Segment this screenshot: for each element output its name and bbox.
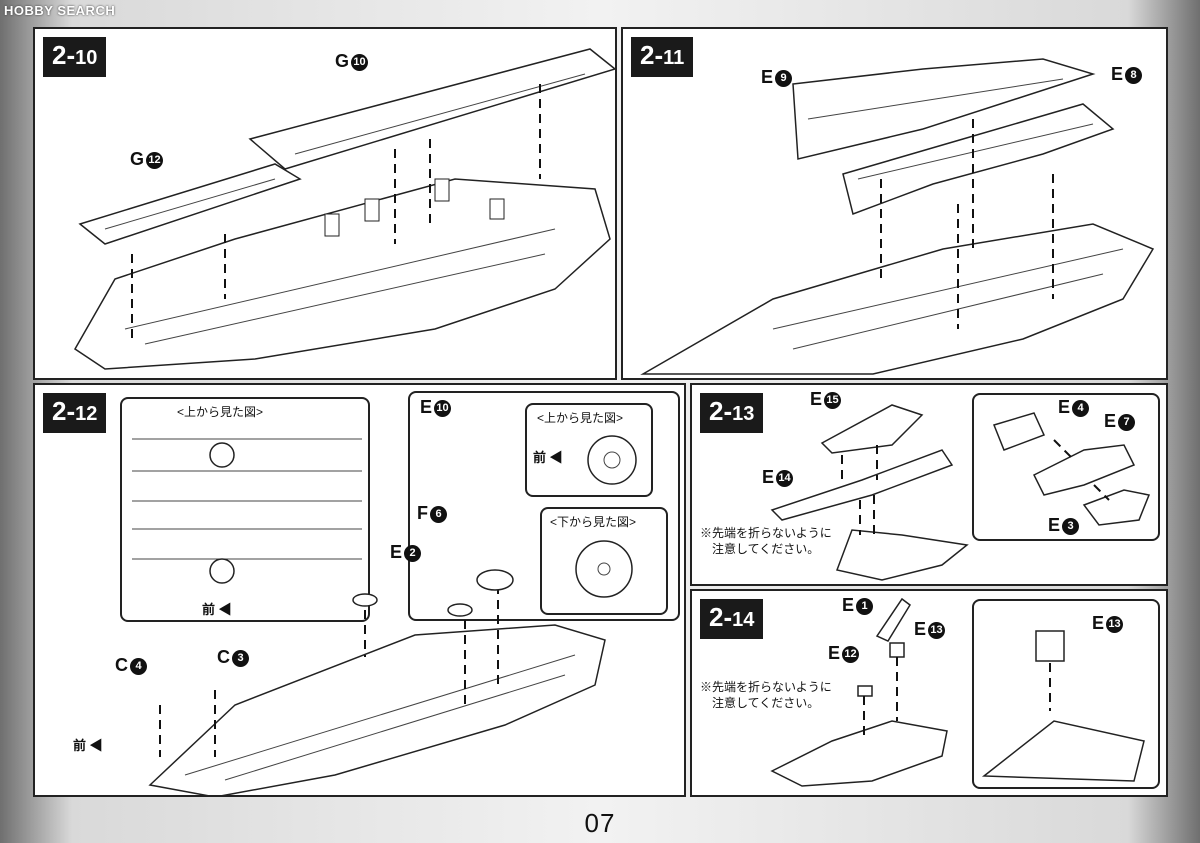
turret-detail-diagram (981, 630, 1145, 782)
turret-detail-callout (972, 599, 1160, 789)
bottom-view-caption: <下から見た図> (550, 515, 637, 529)
watermark: HOBBY SEARCH (4, 3, 116, 18)
turret-assembly-diagram (770, 597, 948, 787)
step-number: 2-13 (700, 393, 764, 433)
top-view-inset: <上から見た図> 前 ◀ (525, 403, 653, 497)
top-view-caption: <上から見た図> (537, 411, 624, 425)
turret-assembly-diagram (770, 404, 969, 581)
caution-note: ※先端を折らないように注意してください。 (700, 680, 832, 710)
top-view-callout: <上から見た図> 前 ◀ (120, 397, 370, 622)
ship-hull-diagram (640, 58, 1155, 375)
step-number: 2-10 (43, 37, 107, 77)
top-view-diagram (132, 438, 362, 584)
page-number: 07 (584, 808, 616, 838)
ship-hull-diagram (74, 48, 615, 370)
turret-detail-diagram (992, 412, 1151, 526)
step-number: 2-11 (631, 37, 694, 77)
bottom-view-inset: <下から見た図> (540, 507, 668, 615)
front-arrow-icon: ◀ (89, 738, 103, 753)
top-view-caption: <上から見た図> (177, 405, 264, 419)
front-direction-label: 前 ◀ (202, 602, 232, 617)
caution-note: ※先端を折らないように注意してください。 (700, 526, 832, 556)
wheel-top-diagram (587, 435, 637, 485)
front-direction-label: 前 ◀ (73, 738, 103, 753)
front-arrow-icon: ◀ (549, 450, 563, 465)
front-arrow-icon: ◀ (218, 602, 232, 617)
step-number: 2-12 (43, 393, 107, 433)
step-panel-2-12: 2-12 <上から見た図> 前 ◀ <上から見た図> 前 ◀ <下から見た図> … (33, 383, 686, 797)
wheel-bottom-diagram (575, 540, 633, 598)
step-number: 2-14 (700, 599, 764, 639)
front-direction-label: 前 ◀ (533, 450, 563, 465)
